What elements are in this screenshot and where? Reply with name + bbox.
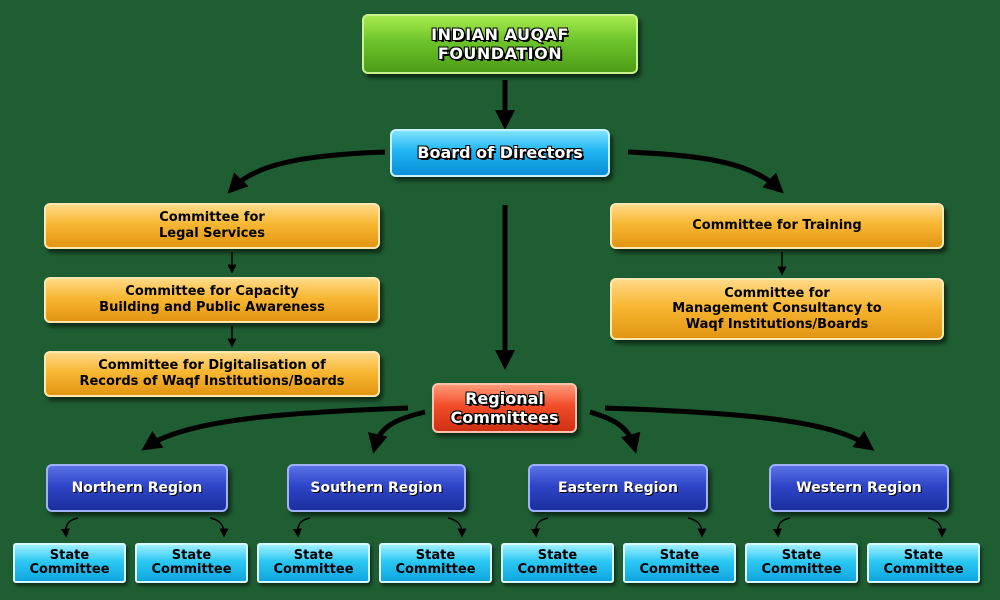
state-committee-label: State Committee <box>761 547 842 577</box>
node-state-committee: State Committee <box>13 543 126 583</box>
node-legal-label: Committee for Legal Services <box>159 210 265 241</box>
arrow-eastern-to-state-2 <box>687 517 707 538</box>
node-northern-label: Northern Region <box>71 479 203 496</box>
node-board-label: Board of Directors <box>417 143 583 163</box>
node-capacity-label: Committee for Capacity Building and Publ… <box>99 284 325 315</box>
node-state-committee: State Committee <box>379 543 492 583</box>
state-committee-label: State Committee <box>29 547 110 577</box>
state-committee-label: State Committee <box>883 547 964 577</box>
node-committee-digitalisation: Committee for Digitalisation of Records … <box>44 351 380 397</box>
node-eastern-label: Eastern Region <box>558 479 678 496</box>
node-state-committee: State Committee <box>745 543 858 583</box>
state-committee-label: State Committee <box>395 547 476 577</box>
state-committee-label: State Committee <box>151 547 232 577</box>
node-eastern-region: Eastern Region <box>528 464 708 512</box>
node-board-of-directors: Board of Directors <box>390 129 610 177</box>
node-southern-label: Southern Region <box>310 479 443 496</box>
arrow-northern-to-state-1 <box>60 517 79 538</box>
arrow-western-to-state-2 <box>927 517 947 538</box>
node-state-committee: State Committee <box>257 543 370 583</box>
arrow-board-to-training <box>627 149 784 194</box>
arrow-regional-to-eastern <box>589 409 641 454</box>
arrow-regional-to-western <box>604 405 875 451</box>
arrow-southern-to-state-1 <box>292 517 311 538</box>
node-regional-label: Regional Committees <box>450 388 559 427</box>
arrow-northern-to-state-2 <box>209 517 229 538</box>
node-committee-management-consultancy: Committee for Management Consultancy to … <box>610 278 944 340</box>
node-regional-committees: Regional Committees <box>432 383 577 433</box>
node-digital-label: Committee for Digitalisation of Records … <box>79 358 345 389</box>
node-western-label: Western Region <box>796 479 922 496</box>
node-state-committee: State Committee <box>623 543 736 583</box>
arrow-eastern-to-state-1 <box>530 517 549 538</box>
arrow-southern-to-state-2 <box>447 517 467 538</box>
node-state-committee: State Committee <box>501 543 614 583</box>
arrow-regional-to-southern <box>368 409 426 454</box>
node-training-label: Committee for Training <box>692 218 862 234</box>
node-state-committee: State Committee <box>867 543 980 583</box>
node-indian-auqaf-foundation: INDIAN AUQAF FOUNDATION <box>362 14 638 74</box>
state-committee-label: State Committee <box>273 547 354 577</box>
arrow-board-to-legal <box>227 149 386 194</box>
state-committee-label: State Committee <box>639 547 720 577</box>
node-consultancy-label: Committee for Management Consultancy to … <box>672 285 882 332</box>
node-committee-training: Committee for Training <box>610 203 944 249</box>
node-foundation-label: INDIAN AUQAF FOUNDATION <box>431 24 569 63</box>
node-southern-region: Southern Region <box>287 464 466 512</box>
state-committee-label: State Committee <box>517 547 598 577</box>
node-western-region: Western Region <box>769 464 949 512</box>
node-northern-region: Northern Region <box>46 464 228 512</box>
node-committee-legal-services: Committee for Legal Services <box>44 203 380 249</box>
node-state-committee: State Committee <box>135 543 248 583</box>
arrow-regional-to-northern <box>141 405 409 451</box>
arrow-western-to-state-1 <box>772 517 791 538</box>
node-committee-capacity-building: Committee for Capacity Building and Publ… <box>44 277 380 323</box>
